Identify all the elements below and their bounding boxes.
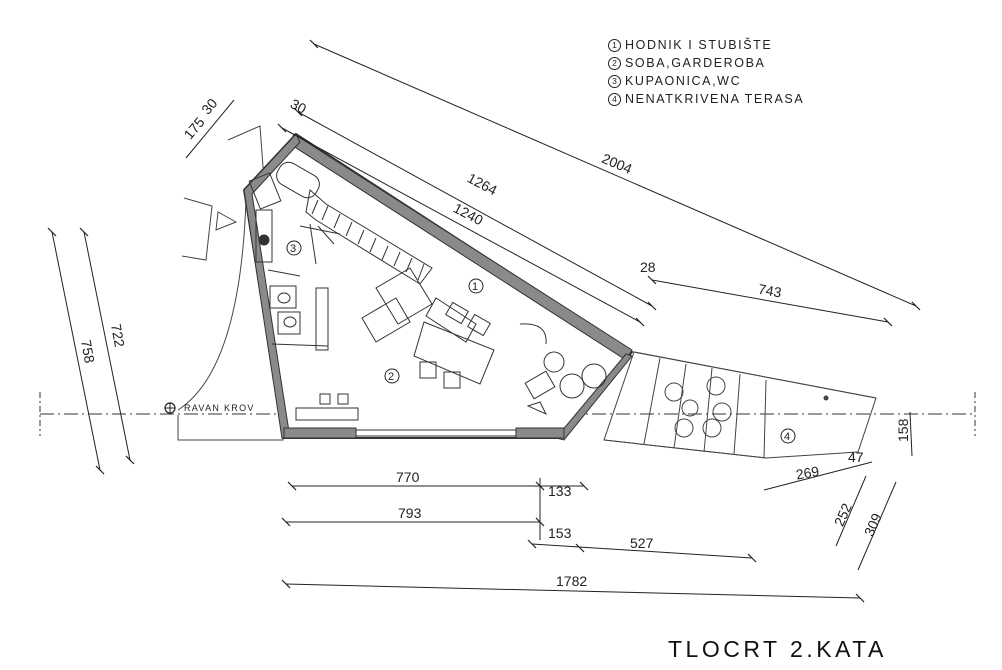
legend-label: HODNIK I STUBIŠTE <box>625 38 773 52</box>
dim-label-793: 793 <box>398 505 422 521</box>
wall-thick-left <box>243 133 301 439</box>
dim-label-1264: 1264 <box>465 170 500 199</box>
dim-label-30b: 30 <box>198 95 220 117</box>
dim-label-28: 28 <box>640 259 656 275</box>
room-number-2: 2 <box>384 368 400 384</box>
roof-arc <box>177 199 247 411</box>
dim-722 <box>83 231 131 461</box>
dim-252 <box>835 475 867 547</box>
legend-label: SOBA,GARDEROBA <box>625 56 766 70</box>
svg-text:2: 2 <box>388 371 394 383</box>
dim-label-722: 722 <box>108 323 128 349</box>
dim-309 <box>857 481 897 571</box>
roof-vent <box>181 197 213 261</box>
dim-758 <box>51 231 101 471</box>
dim-label-133: 133 <box>548 483 572 499</box>
legend-item-2: 2 SOBA,GARDEROBA <box>608 54 804 72</box>
dim-1264 <box>297 111 653 307</box>
flat-roof-outline <box>177 125 284 441</box>
dim-label-1782: 1782 <box>556 573 587 589</box>
dim-label-158: 158 <box>895 418 911 442</box>
dim-label-47: 47 <box>848 449 864 465</box>
room-number-4: 4 <box>780 428 796 444</box>
svg-text:4: 4 <box>784 431 790 443</box>
dim-label-1240: 1240 <box>451 200 486 229</box>
wall-bottom-right <box>515 427 565 439</box>
legend-number: 4 <box>608 92 621 106</box>
dim-153-527 <box>531 543 753 559</box>
dim-label-743: 743 <box>757 281 783 301</box>
legend-item-3: 3 KUPAONICA,WC <box>608 72 804 90</box>
dim-label-527: 527 <box>630 535 654 551</box>
svg-text:3: 3 <box>290 243 296 255</box>
dim-label-269: 269 <box>795 463 821 483</box>
legend-number: 2 <box>608 56 621 70</box>
legend: 1 HODNIK I STUBIŠTE 2 SOBA,GARDEROBA 3 K… <box>608 36 804 108</box>
bedroom-furniture <box>295 267 547 421</box>
dim-175-30 <box>185 99 235 159</box>
roof-vent-triangle <box>215 211 238 231</box>
dim-label-252: 252 <box>831 501 855 529</box>
dim-label-153: 153 <box>548 525 572 541</box>
dim-label-175: 175 <box>180 114 207 142</box>
room-number-1: 1 <box>468 278 484 294</box>
legend-item-4: 4 NENATKRIVENA TERASA <box>608 90 804 108</box>
dim-label-30a: 30 <box>288 95 309 117</box>
wall-bottom-left <box>283 427 357 439</box>
legend-label: NENATKRIVENA TERASA <box>625 92 805 106</box>
room-number-3: 3 <box>286 240 302 256</box>
dim-1782 <box>285 583 861 599</box>
dim-269-47 <box>763 461 873 491</box>
dim-158 <box>909 411 913 457</box>
lounge-set <box>524 351 607 416</box>
legend-label: KUPAONICA,WC <box>625 74 742 88</box>
page-title: TLOCRT 2.KATA <box>668 636 887 662</box>
dim-2004 <box>313 43 917 307</box>
legend-number: 3 <box>608 74 621 88</box>
legend-item-1: 1 HODNIK I STUBIŠTE <box>608 36 804 54</box>
roof-label: RAVAN KROV <box>184 403 255 413</box>
terrace <box>603 351 877 459</box>
dim-743 <box>651 279 889 323</box>
dim-label-758: 758 <box>78 339 98 365</box>
dim-1240 <box>281 127 641 323</box>
legend-number: 1 <box>608 38 621 52</box>
svg-text:1: 1 <box>472 281 478 293</box>
dim-label-770: 770 <box>396 469 420 485</box>
wall-thick-right <box>555 353 633 441</box>
dim-label-2004: 2004 <box>600 150 635 177</box>
bathroom-fixtures <box>248 161 329 351</box>
